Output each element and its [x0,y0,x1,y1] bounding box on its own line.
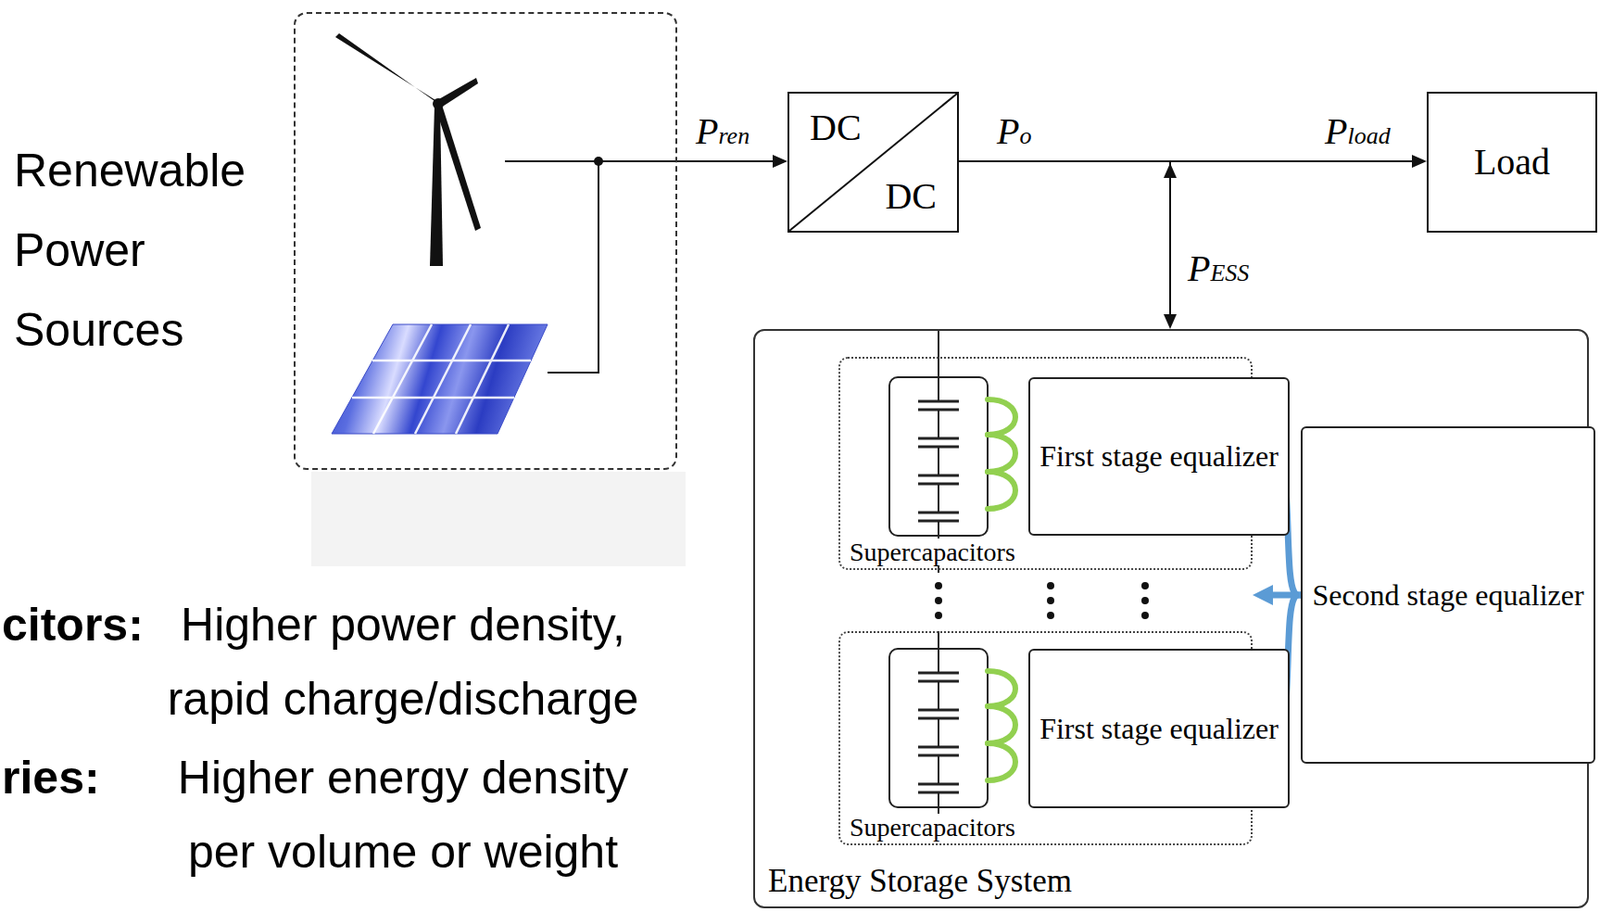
node-text: Load [1474,142,1550,182]
supercapacitor-group: SupercapacitorsFirst stage equalizer [838,630,1253,845]
arrowhead [1163,163,1177,178]
node-text: Energy Storage System [768,863,1072,900]
arrowhead [1163,314,1177,329]
node-text: First stage equalizer [1039,438,1279,474]
power-symbol: Pren [693,113,752,151]
equalizer-box: Second stage equalizer [1300,426,1596,764]
connector-group [958,161,1177,329]
source-wire [504,161,678,373]
power-symbol: PESS [1185,250,1251,288]
equalizer-box: First stage equalizer [1028,648,1290,808]
node-text: DC [809,108,862,148]
supercapacitor-group: SupercapacitorsFirst stage equalizer [838,356,1253,570]
node-text: Supercapacitors [847,538,1018,566]
node-text: Second stage equalizer [1311,577,1584,613]
source-group: Renewable Power Sources [293,12,678,470]
balancing-arrow [1252,584,1296,605]
cut-term: ries: [1,740,101,815]
node-text: DC [884,176,937,216]
cut-term: citors: [1,587,144,662]
capacitor-stack [889,377,1016,536]
diagonal-line [789,93,958,231]
capacitor-stack [889,648,1016,807]
node-text: Supercapacitors [847,813,1018,841]
node-text: Renewable Power Sources [13,130,283,370]
equalizer-box: First stage equalizer [1028,377,1290,536]
junction-dot [593,156,604,166]
arrowhead [1411,154,1427,168]
solar-panel [331,324,548,434]
load-box: Load [1426,91,1598,233]
continuation-dots [934,581,1149,619]
connector-group [677,154,788,168]
node-text: First stage equalizer [1039,710,1279,746]
wind-turbine [335,33,481,266]
description: Higher energy density per volume or weig… [148,740,658,889]
converter-box: DC DC [787,91,959,233]
power-symbol: Pload [1322,113,1393,151]
storage-system: Energy Storage SystemSupercapacitorsFirs… [753,328,1589,908]
connector [958,161,1171,315]
description: Higher power density, rapid charge/disch… [148,587,658,736]
connector [677,160,773,163]
power-symbol: Po [995,113,1034,151]
backdrop [311,471,686,567]
arrowhead [772,154,788,168]
